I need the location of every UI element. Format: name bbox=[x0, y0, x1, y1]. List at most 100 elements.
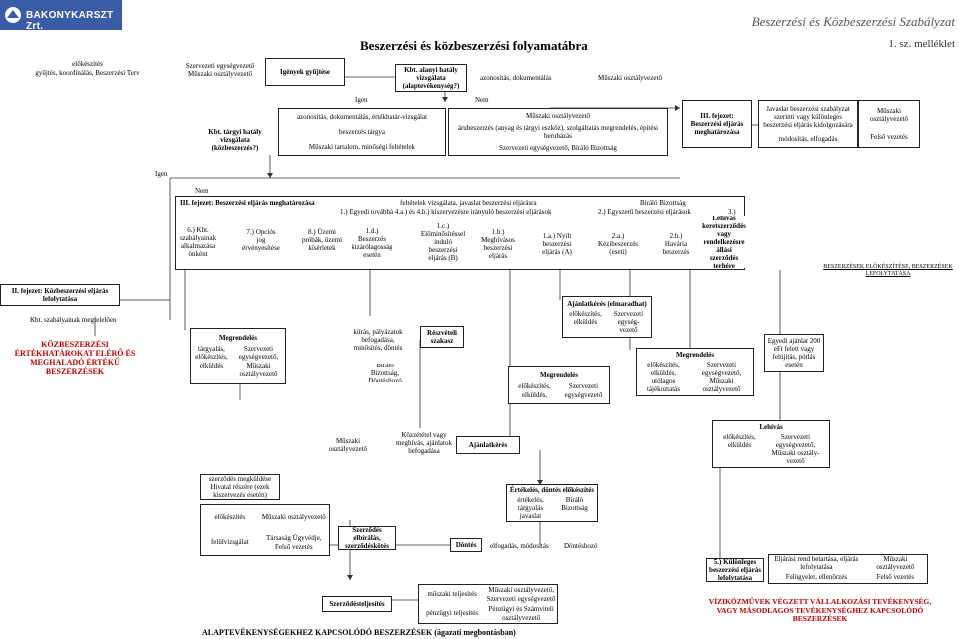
document-title: Beszerzési és Közbeszerzési Szabályzat bbox=[751, 14, 955, 29]
telj-grid-b1: pénzügyi teljesítés bbox=[426, 609, 479, 618]
header-logo-bar: BAKONYKARSZT Zrt. bbox=[0, 0, 122, 32]
iii-row1: 1.) Egyedi továbbá 4.a.) és 4.b.) kiszer… bbox=[340, 208, 552, 216]
beszerzesek-elokeszitese: BESZERZÉSEK ELŐKÉSZÍTÉSE, BESZERZÉSEK LE… bbox=[818, 262, 958, 280]
nem-branch-l1: Műszaki osztályvezető bbox=[526, 111, 590, 120]
iii-c1b: 1.b.) Meghívásos beszerzési eljárás bbox=[478, 222, 518, 266]
flow-title: Beszerzési és közbeszerzési folyamatábra bbox=[360, 38, 588, 53]
dontes-dontes-hozo: Döntéshozó bbox=[564, 542, 598, 550]
javaslat-l1: Javaslat beszerzési szabályzat szerinti … bbox=[763, 104, 853, 130]
szerzodes-elbiralas-box: Szerződés elbírálás, szerződéskötés bbox=[338, 526, 396, 550]
megrendeles-2-left: előkészítés, elküldés, bbox=[518, 382, 551, 399]
iii-fejezet-right-box: III. fejezet: Beszerzési eljárás meghatá… bbox=[682, 100, 752, 148]
nem-branch-l2: árubeszerzés (anyag és tárgyi eszköz), s… bbox=[457, 123, 659, 140]
ii-fejezet-title: II. fejezet: Közbeszerzési eljárás lefol… bbox=[0, 284, 120, 306]
iii-c6: 6.) Kbt. szabályainak alkalmazása önként bbox=[178, 218, 218, 266]
muszaki-top: Műszaki osztályvezető bbox=[598, 74, 662, 82]
ertekeles-title: Értékelés, döntés előkészítés bbox=[509, 485, 595, 494]
top-table-r2c2: Műszaki osztályvezető bbox=[188, 70, 252, 78]
megrendeles-box-3: Megrendelés előkészítés, elküldés, utóla… bbox=[636, 348, 754, 396]
reszveteli-szakasz-box: Részvételi szakasz bbox=[420, 326, 464, 348]
egyedi-ajanlat-box: Egyedi ajánlat 200 eFt felett vagy felúj… bbox=[764, 334, 824, 372]
iii-row2: 2.) Egyszerű beszerzési eljárások bbox=[598, 208, 691, 216]
kulon-grid-b1: Felügyelet, ellenőrzés bbox=[785, 572, 848, 581]
kulonleges-beszerzes-box: 5.) Különleges beszerzési eljárás lefoly… bbox=[706, 558, 764, 582]
nem-branch-box: Műszaki osztályvezető árubeszerzés (anya… bbox=[448, 108, 668, 156]
ii-kbt-label: Kbt. szabályainak megfelelően bbox=[30, 316, 117, 324]
top-table-r2c1: gyűjtés, koordinálás, Beszerzési Terv bbox=[35, 69, 140, 77]
megrendeles-2-title: Megrendelés bbox=[540, 371, 578, 380]
ajanlatkeres-box-1: Ajánlatkérés (elmaradhat) előkészítés, e… bbox=[562, 296, 652, 338]
iii-c1a: 1.a.) Nyílt beszerzési eljárás (A) bbox=[532, 226, 582, 262]
szerzodes-megkuldese-box: szerződés megküldése Hivatal részére (ez… bbox=[200, 474, 280, 500]
kulon-grid-a1: Eljárási rend betartása, eljárás lefolyt… bbox=[774, 554, 859, 571]
ajanlatkeres-1-title: Ajánlatkérés (elmaradhat) bbox=[567, 299, 647, 308]
targyi-l2: beszerzés tárgya bbox=[339, 127, 385, 136]
top-table-col2: Szervezeti egységvezető Műszaki osztályv… bbox=[175, 60, 265, 80]
lehivas-left: előkészítés, elküldés bbox=[723, 432, 756, 449]
elokeszites-grid: előkészítés Műszaki osztályvezető felülv… bbox=[200, 504, 330, 556]
iii-conditions: feltételek vizsgálata, javaslat beszerzé… bbox=[400, 199, 537, 207]
dontes-box: Döntés bbox=[450, 538, 482, 552]
iii-c2a: 2.a.) Kézibeszerzés (eseti) bbox=[596, 226, 640, 262]
elok-grid-a1: előkészítés bbox=[214, 513, 246, 522]
alaptevekenysegek-footer: ALAPTEVÉKENYSÉGEKHEZ KAPCSOLÓDÓ BESZERZÉ… bbox=[202, 628, 516, 637]
megrendeles-box-1: Megrendelés tárgyalás, előkészítés, elkü… bbox=[190, 328, 286, 384]
teljesites-grid: műszaki teljesítés Műszaki osztályvezető… bbox=[418, 584, 558, 624]
iii-c3: Lehívás keretszerződés vagy rendelkezésr… bbox=[702, 216, 746, 268]
iii-c1d: 1.d.) Beszerzés kizárólagosság esetén bbox=[352, 220, 392, 266]
javaslat-r2: Felső vezetés bbox=[870, 132, 908, 141]
kozzetetel-label: Közzététel vagy meghívás, ajánlatok befo… bbox=[390, 428, 458, 458]
megrendeles-box-2: Megrendelés előkészítés, elküldés, Szerv… bbox=[508, 366, 610, 404]
telj-grid-a1: műszaki teljesítés bbox=[427, 590, 477, 599]
telj-grid-a2: Műszaki osztályvezető, Szervezeti egység… bbox=[486, 586, 556, 603]
igen-label-1: Igen bbox=[355, 96, 368, 104]
company-logo-icon bbox=[5, 7, 21, 23]
ertekeles-right: Bíráló Bizottság bbox=[561, 495, 588, 512]
megrendeles-3-title: Megrendelés bbox=[676, 350, 714, 359]
kulon-grid-a2: Műszaki osztályvezető bbox=[876, 554, 915, 571]
iii-c7: 7.) Opciós jog érvényesítése bbox=[242, 225, 280, 255]
megrendeles-1-title: Megrendelés bbox=[219, 334, 257, 343]
megrendeles-3-right: Szervezeti egységvezető, Műszaki osztály… bbox=[701, 360, 742, 394]
ertekeles-box: Értékelés, döntés előkészítés értékelés,… bbox=[506, 484, 598, 522]
megrendeles-3-left: előkészítés, elküldés, utólagos tájékozt… bbox=[646, 360, 681, 394]
kulonleges-grid: Eljárási rend betartása, eljárás lefolyt… bbox=[768, 554, 928, 584]
javaslat-l2: módosítás, elfogadás bbox=[778, 135, 838, 143]
ajanlatkeres-1-right: Szervezeti egység-vezető bbox=[613, 309, 644, 335]
ajanlatkeres-box-2: Ajánlatkérés bbox=[456, 436, 520, 454]
logo-text: BAKONYKARSZT Zrt. bbox=[26, 10, 114, 32]
appendix-label: 1. sz. melléklet bbox=[888, 38, 955, 50]
targyi-hataly-title: Kbt. tárgyi hatály vizsgálata (közbeszer… bbox=[195, 125, 275, 155]
nem-branch-l3: Szervezeti egységvezető, Bíráló Bizottsá… bbox=[499, 143, 617, 152]
targyi-l3: Műszaki tartalom, minőségi feltételek bbox=[308, 142, 416, 151]
dontes-elfogadas: elfogadás, módosítás bbox=[490, 542, 549, 550]
kiiras-label: kiírás, pályázatok befogadása, minősítés… bbox=[350, 316, 406, 364]
top-table-r1c2: Szervezeti egységvezető bbox=[185, 61, 255, 70]
lehivas-right: Szervezeti egységvezető, Műszaki osztály… bbox=[771, 432, 820, 466]
lehivas-title: Lehívás bbox=[759, 422, 783, 431]
megrendeles-1-right: Szervezeti egységvezető, Műszaki osztály… bbox=[238, 345, 279, 378]
targyi-box: azonosítás, dokumentálás, értékhatár-viz… bbox=[278, 108, 446, 156]
top-table: előkészítés gyűjtés, koordinálás, Beszer… bbox=[0, 60, 175, 80]
muszaki-mid-label: Műszaki osztályvezető bbox=[326, 430, 370, 460]
kbt-alanyi-hataly-box: Kbt. alanyi hatály vizsgálata (alaptevék… bbox=[395, 64, 467, 92]
igenyek-gyujtese-box: Igények gyűjtése bbox=[265, 58, 345, 86]
telj-grid-b2: Pénzügyi és Számviteli osztályvezető bbox=[488, 605, 554, 622]
iii-c8: 8.) Üzemi próbák, üzemi kísérletek bbox=[298, 225, 346, 255]
biralo-donto: Bíráló Bizottság, Döntéshozó bbox=[360, 364, 410, 382]
nem-label-2: Nem bbox=[195, 187, 209, 195]
megrendeles-2-right: Szervezeti egységvezető bbox=[564, 382, 603, 399]
iii-main-title: III. fejezet: Beszerzési eljárás meghatá… bbox=[180, 199, 315, 207]
nem-label-1: Nem bbox=[475, 96, 489, 104]
megrendeles-1-left: tárgyalás, előkészítés, elküldés bbox=[195, 345, 228, 370]
javaslat-r1: Műszaki osztályvezető bbox=[869, 106, 909, 123]
ajanlatkeres-1-left: előkészítés, elküldés bbox=[569, 309, 602, 326]
szerzodesteljesites-box: Szerződésteljesítés bbox=[322, 596, 392, 612]
iii-c2b: 2.b.) Havária beszerzés bbox=[656, 226, 696, 262]
iii-biralo: Bíráló Bizottság bbox=[640, 199, 686, 207]
javaslat-roles: Műszaki osztályvezető Felső vezetés bbox=[858, 100, 920, 148]
elok-grid-a2: Műszaki osztályvezető bbox=[261, 513, 326, 522]
elok-grid-b2: Társaság Ügyvédje, Felső vezetés bbox=[265, 534, 322, 551]
vizikozmuvek-label: VÍZIKÖZMŰVEK VÉGZETT VÁLLALKOZÁSI TEVÉKE… bbox=[700, 594, 940, 628]
targyi-l1: azonosítás, dokumentálás, értékhatár-viz… bbox=[296, 113, 428, 122]
